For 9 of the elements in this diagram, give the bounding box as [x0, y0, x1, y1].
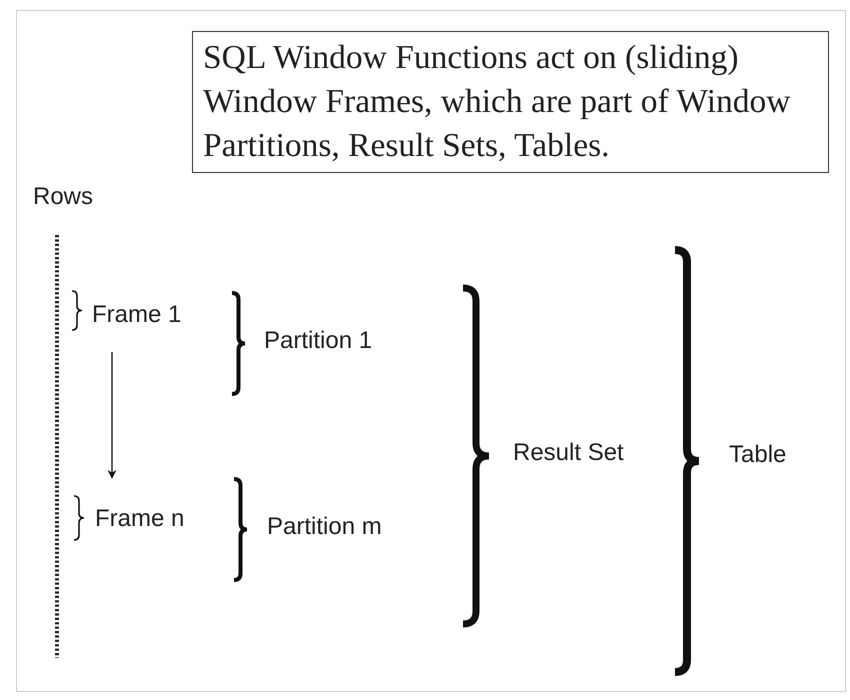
axis-label: Rows	[33, 182, 94, 212]
caption-box: SQL Window Functions act on (sliding) Window Frames, which are part of Window Partitions, Result Sets, Tables.	[192, 31, 829, 173]
result-set-label: Result Set	[513, 438, 624, 468]
frame-label: Frame 1	[92, 300, 182, 330]
frame-label: Frame n	[95, 504, 184, 534]
partition-label: Partition 1	[264, 326, 372, 356]
partition-label: Partition m	[267, 512, 382, 542]
arrow	[108, 352, 116, 479]
table-label: Table	[729, 440, 786, 470]
